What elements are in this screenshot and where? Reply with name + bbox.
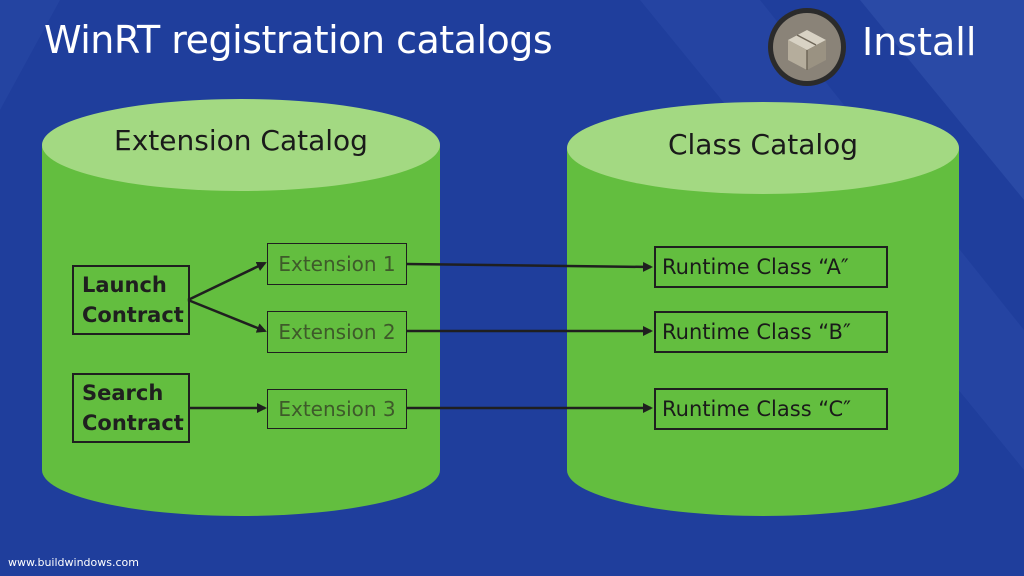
slide-title: WinRT registration catalogs xyxy=(44,18,553,62)
search-contract-label: Search Contract xyxy=(82,381,184,435)
arrow-ext1-to-class-a xyxy=(405,261,653,272)
launch-contract-label: Launch Contract xyxy=(82,273,184,327)
extension-1-box: Extension 1 xyxy=(267,243,407,285)
install-box-icon xyxy=(768,8,846,86)
extension-1-label: Extension 1 xyxy=(278,252,396,276)
extension-catalog-title: Extension Catalog xyxy=(114,124,368,157)
extension-3-box: Extension 3 xyxy=(267,389,407,429)
runtime-class-a-label: Runtime Class “A″ xyxy=(662,255,849,279)
footer-url: www.buildwindows.com xyxy=(8,556,139,569)
runtime-class-c-box: Runtime Class “C″ xyxy=(654,388,888,430)
extension-2-box: Extension 2 xyxy=(267,311,407,353)
launch-contract-box: Launch Contract xyxy=(72,265,190,335)
runtime-class-a-box: Runtime Class “A″ xyxy=(654,246,888,288)
class-catalog-cylinder xyxy=(567,102,959,516)
runtime-class-c-label: Runtime Class “C″ xyxy=(662,397,851,421)
extension-3-label: Extension 3 xyxy=(278,397,396,421)
extension-catalog-cylinder xyxy=(42,99,440,516)
arrow-launch-to-ext1 xyxy=(187,261,267,302)
arrow-launch-to-ext2 xyxy=(187,298,267,333)
runtime-class-b-box: Runtime Class “B″ xyxy=(654,311,888,353)
extension-2-label: Extension 2 xyxy=(278,320,396,344)
search-contract-box: Search Contract xyxy=(72,373,190,443)
class-catalog-title: Class Catalog xyxy=(667,128,859,161)
runtime-class-b-label: Runtime Class “B″ xyxy=(662,320,851,344)
install-badge-label: Install xyxy=(862,20,977,64)
